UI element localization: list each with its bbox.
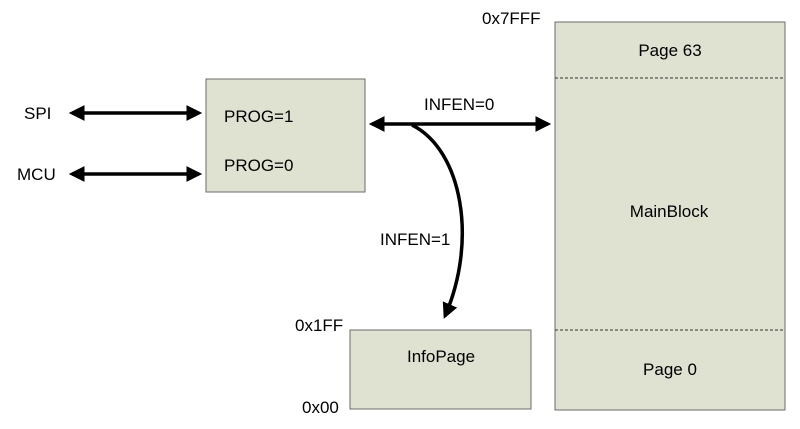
info-page-bottom-address: 0x00 (302, 398, 339, 417)
info-page-block (349, 329, 532, 410)
spi-label: SPI (24, 104, 51, 123)
main-block (554, 21, 786, 411)
main-block-label: MainBlock (630, 202, 709, 221)
info-page-top-address: 0x1FF (295, 316, 343, 335)
prog0-label: PROG=0 (224, 156, 293, 175)
infen1-label: INFEN=1 (380, 230, 450, 249)
page63-label: Page 63 (638, 41, 701, 60)
info-page-label: InfoPage (407, 347, 475, 366)
mcu-label: MCU (17, 165, 56, 184)
infen0-label: INFEN=0 (424, 95, 494, 114)
page0-label: Page 0 (643, 360, 697, 379)
prog-selector-box (205, 78, 366, 193)
infen1-arrow (411, 123, 464, 319)
main-block-top-address: 0x7FFF (482, 9, 541, 28)
prog1-label: PROG=1 (224, 107, 293, 126)
